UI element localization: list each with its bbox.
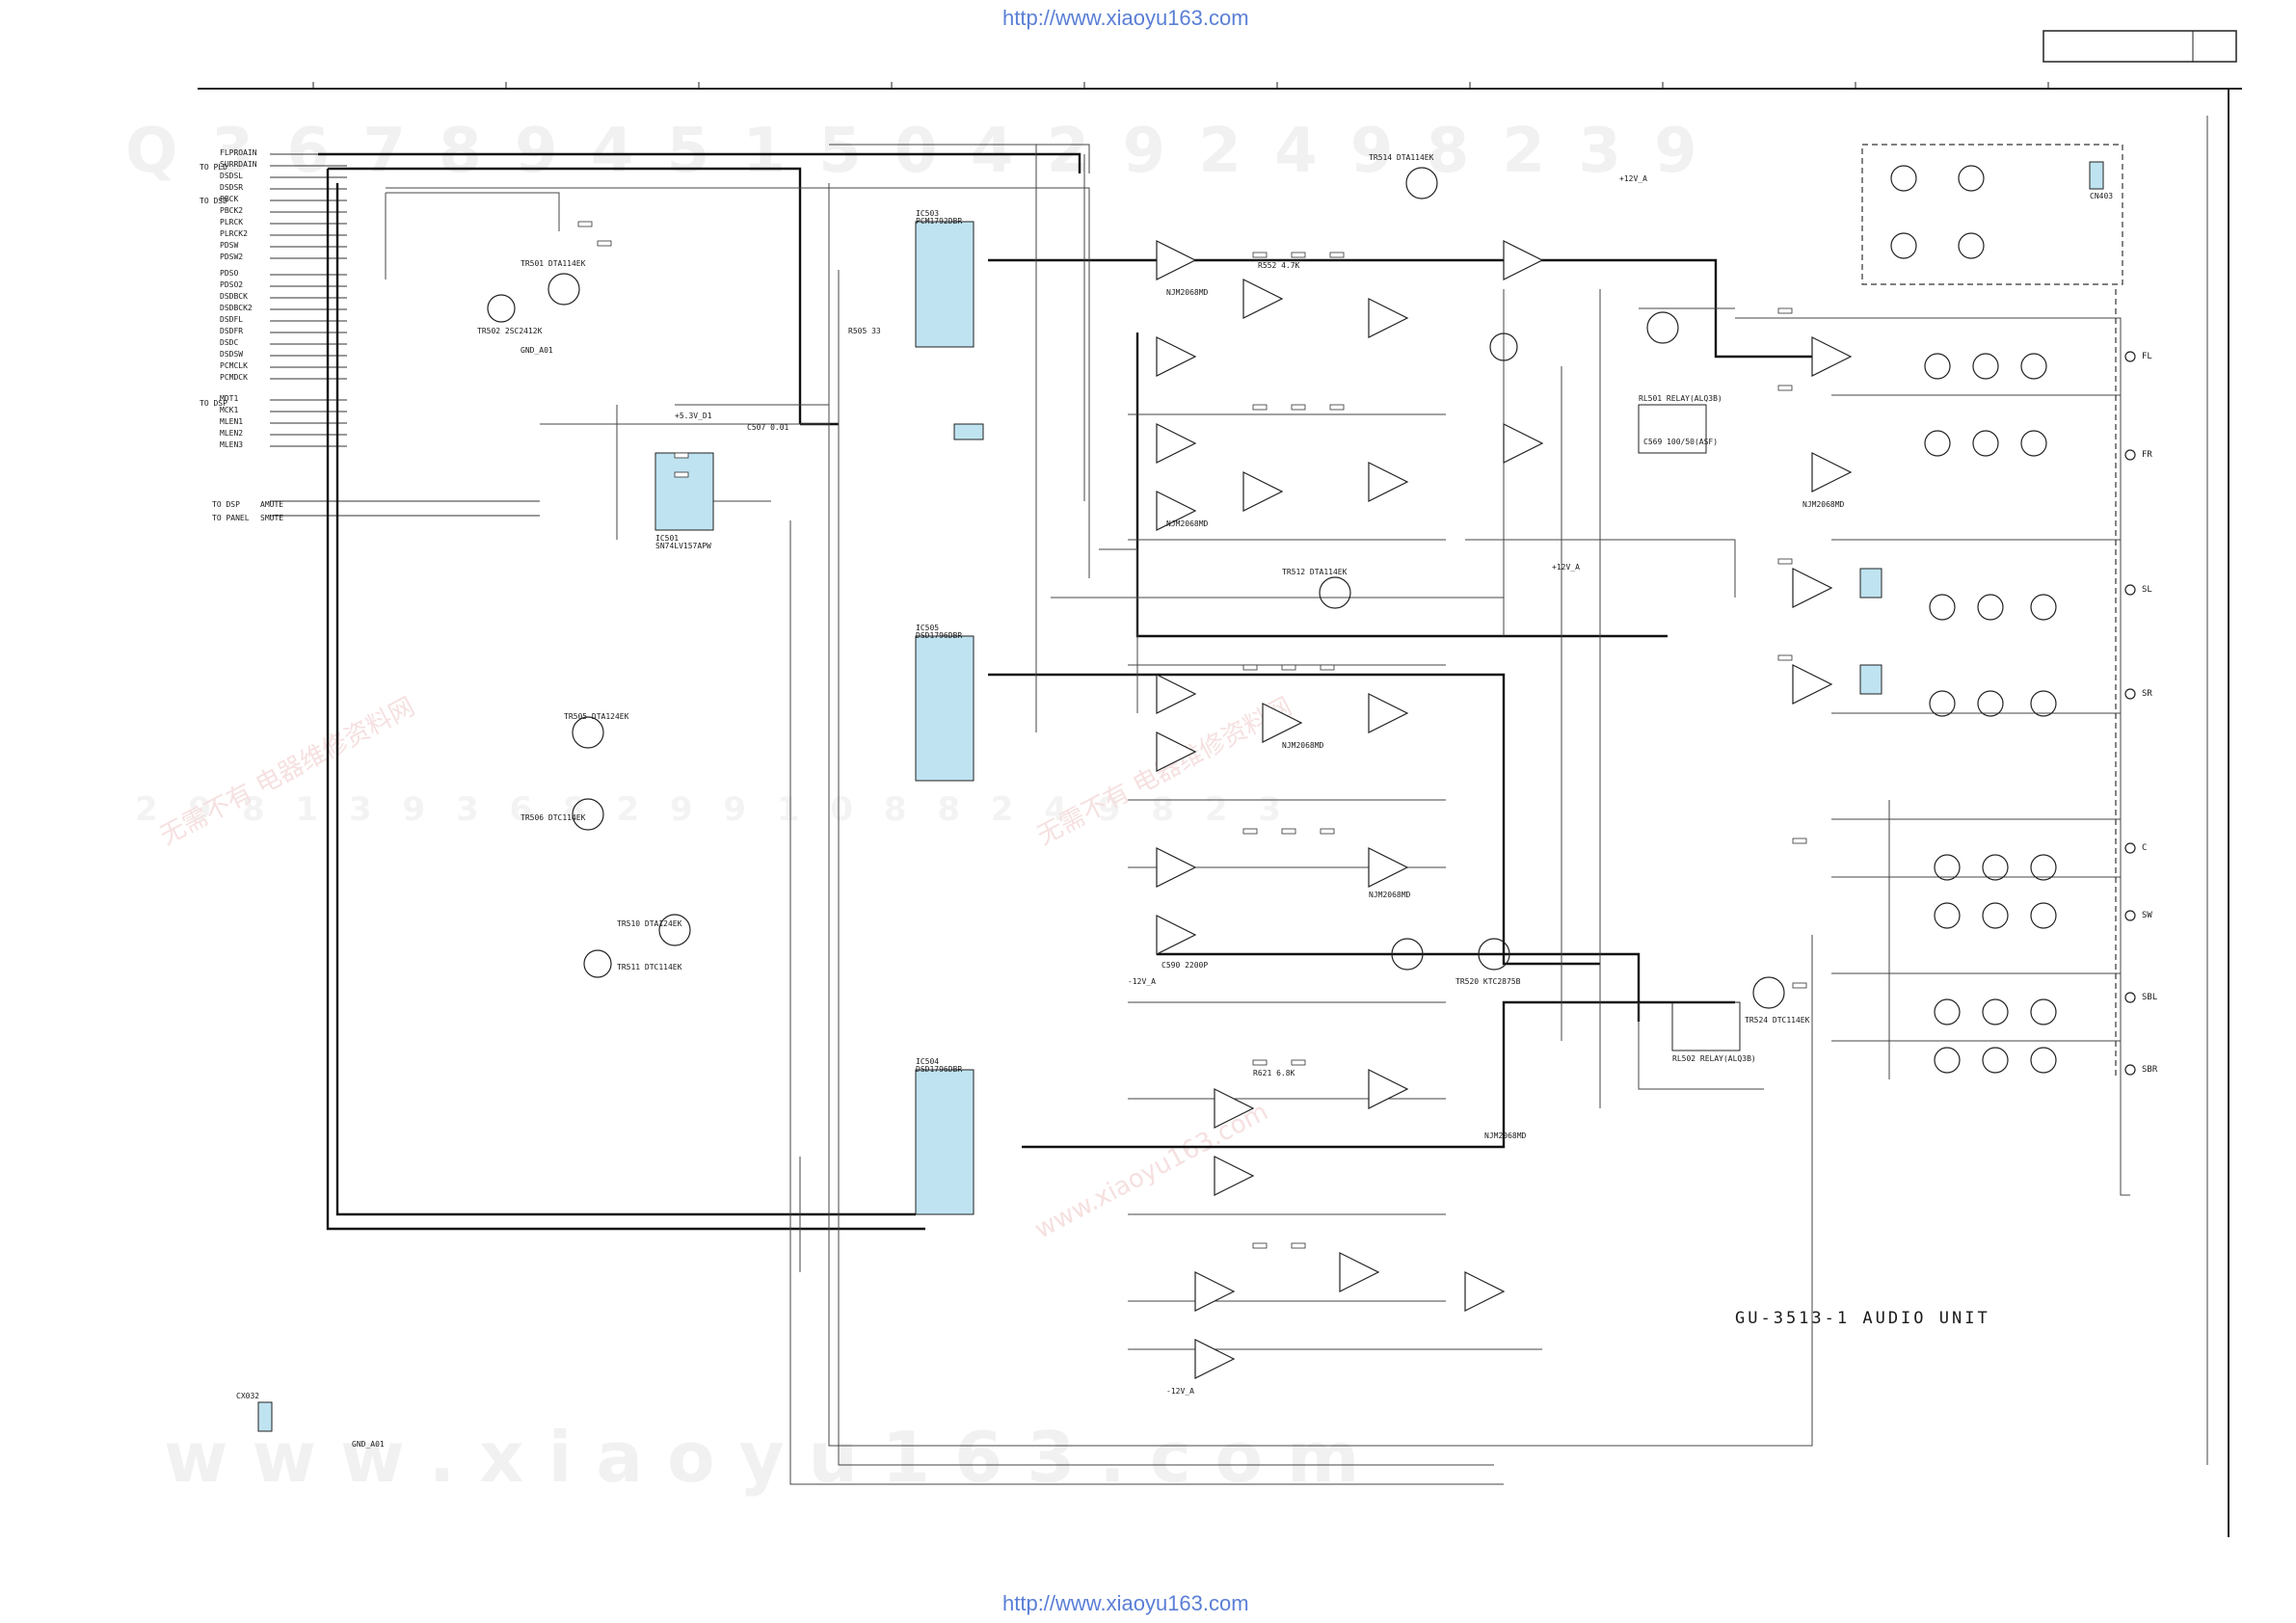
signal-label: PDSW2 [220, 253, 244, 261]
opamp-label: NJM2068MD [1166, 288, 1209, 297]
cx032-label: CX032 [236, 1392, 260, 1400]
group-label-to-dsp-mute: TO DSP [212, 500, 240, 509]
signal-label: PLRCK [220, 218, 244, 226]
part-label: C590 2200P [1161, 961, 1209, 970]
output-label-fl: FL [2142, 352, 2152, 361]
signal-label: DSDSR [220, 183, 244, 192]
transistor-label: TR512 DTA114EK [1282, 568, 1348, 576]
ic501-part: SN74LV157APW [655, 542, 711, 550]
signal-label: PDSW [220, 241, 239, 250]
signal-label: PBCK2 [220, 206, 244, 215]
part-label: R621 6.8K [1253, 1069, 1295, 1078]
signal-label: DSDFL [220, 315, 244, 324]
power-label: GND_A01 [352, 1440, 385, 1449]
signal-label: DSDFR [220, 327, 244, 335]
power-label: +12V_A [1619, 174, 1647, 183]
power-label: -12V_A [1166, 1387, 1194, 1396]
ic503-ref: IC503 [916, 209, 940, 218]
transistor-label: TR511 DTC114EK [617, 963, 682, 971]
transistor-label: TR501 DTA114EK [521, 259, 586, 268]
left-signal-labels: FLPROAIN SURRDAIN DSDSL DSDSR PBCK PBCK2… [220, 149, 257, 449]
signal-label: FLPROAIN [220, 148, 257, 157]
opamp-label: NJM2068MD [1369, 891, 1411, 899]
signal-label: PBCK [220, 195, 239, 203]
group-label-to-dsp: TO DSP [200, 399, 227, 408]
signal-label: MLEN2 [220, 429, 244, 438]
output-label-fr: FR [2142, 450, 2152, 460]
cn403-label: CN403 [2090, 192, 2114, 200]
output-label-sbr: SBR [2142, 1065, 2158, 1075]
header-url: http://www.xiaoyu163.com [1002, 6, 1249, 30]
watermark-mid-digits: 2 9 8 1 3 9 3 6 8 2 9 9 1 0 8 8 2 4 9 8 … [135, 790, 1292, 829]
ic504-ref: IC504 [916, 1057, 940, 1066]
output-label-c: C [2142, 843, 2148, 853]
transistor-label: TR506 DTC114EK [521, 813, 586, 822]
signal-label: PLRCK2 [220, 229, 248, 238]
relay-label: RL502 RELAY(ALQ3B) [1672, 1054, 1756, 1063]
transistor-label: TR524 DTC114EK [1745, 1016, 1810, 1024]
ic505-part: DSD1796DBR [916, 631, 963, 640]
transistor-label: TR510 DTA124EK [617, 919, 682, 928]
footer-url: http://www.xiaoyu163.com [1002, 1591, 1249, 1615]
signal-label: PCMDCK [220, 373, 248, 382]
ic501-ref: IC501 [655, 534, 680, 543]
transistor-label: TR505 DTA124EK [564, 712, 629, 721]
opamp-label: NJM2068MD [1484, 1131, 1527, 1140]
signal-label: SURRDAIN [220, 160, 257, 169]
signal-label: PDSO2 [220, 280, 244, 289]
transistor-label: TR514 DTA114EK [1369, 153, 1434, 162]
opamp-label: NJM2068MD [1166, 519, 1209, 528]
signal-label: PDSO [220, 269, 239, 278]
amute-label: AMUTE [260, 500, 284, 509]
relay-label: RL501 RELAY(ALQ3B) [1639, 394, 1722, 403]
power-label: +5.3V_D1 [675, 412, 712, 420]
group-label-to-pld: TO PLD [200, 163, 227, 172]
signal-label: MLEN1 [220, 417, 244, 426]
group-label-to-panel: TO PANEL [212, 514, 250, 522]
power-label: -12V_A [1128, 977, 1156, 986]
signal-label: MLEN3 [220, 440, 244, 449]
signal-label: DSDC [220, 338, 239, 347]
signal-label: DSDBCK2 [220, 304, 253, 312]
group-label-to-dsd: TO DSD [200, 197, 227, 205]
signal-label: MCK1 [220, 406, 239, 414]
output-label-sbl: SBL [2142, 993, 2158, 1002]
transistor-label: TR502 2SC2412K [477, 327, 543, 335]
ic503-part: PCM1792DBR [916, 217, 963, 226]
ic504-part: DSD1796DBR [916, 1065, 963, 1074]
signal-label: DSDSW [220, 350, 244, 359]
signal-label: PCMCLK [220, 361, 248, 370]
output-label-sr: SR [2142, 689, 2152, 699]
unit-title: GU-3513-1 AUDIO UNIT [1735, 1309, 1990, 1328]
opamp-label: NJM2068MD [1802, 500, 1845, 509]
opamp-label: NJM2068MD [1282, 741, 1324, 750]
part-label: R505 33 [848, 327, 881, 335]
signal-label: MDT1 [220, 394, 239, 403]
smute-label: SMUTE [260, 514, 284, 522]
part-label: R552 4.7K [1258, 261, 1300, 270]
ic505-ref: IC505 [916, 624, 940, 632]
power-label: +12V_A [1552, 563, 1580, 572]
part-label: C569 100/50(ASF) [1643, 438, 1719, 446]
part-label: C507 0.01 [747, 423, 789, 432]
power-label: GND_A01 [521, 346, 553, 355]
signal-label: DSDBCK [220, 292, 248, 301]
output-label-sw: SW [2142, 911, 2152, 920]
signal-label: DSDSL [220, 172, 244, 180]
transistor-label: TR520 KTC2875B [1455, 977, 1521, 986]
output-label-sl: SL [2142, 585, 2152, 595]
